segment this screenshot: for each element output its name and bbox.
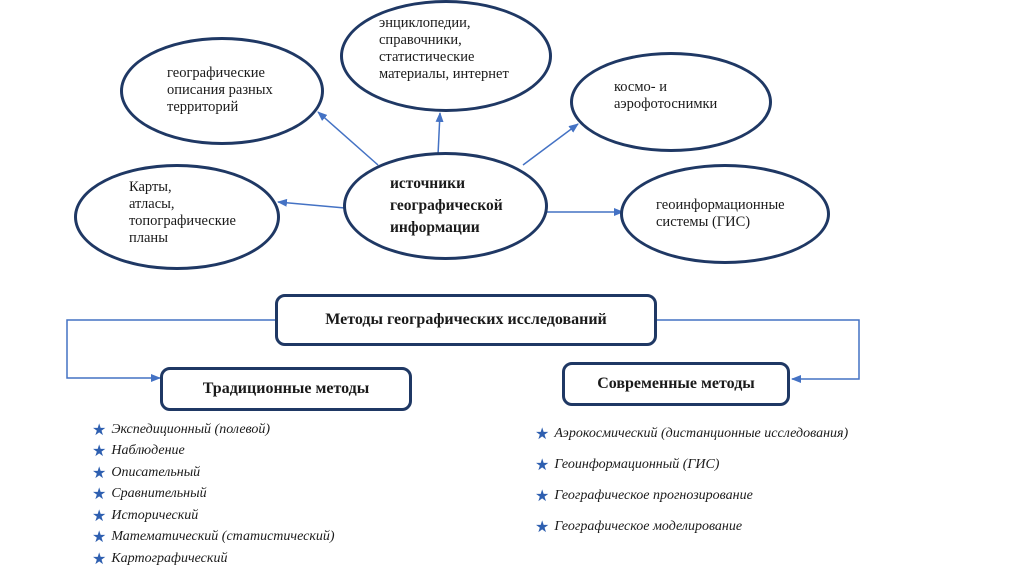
star-icon: ★ (92, 507, 107, 525)
source-descriptions: географические описания разных территори… (120, 37, 324, 145)
source-line: материалы, интернет (379, 66, 509, 82)
source-line: аэрофотоснимки (614, 96, 718, 112)
source-line: энциклопедии, (379, 15, 471, 31)
method-label: Аэрокосмический (дистанционные исследова… (554, 425, 849, 441)
methods-title-box: Методы географических исследований (275, 294, 657, 346)
source-line: Карты, (129, 179, 172, 195)
star-icon: ★ (92, 550, 107, 568)
center-line: географической (390, 197, 503, 214)
modern-methods-box: Современные методы (562, 362, 790, 406)
source-line: описания разных (167, 82, 273, 98)
arrow-to-descriptions (317, 111, 379, 166)
list-item: ★Географическое прогнозирование (535, 480, 848, 511)
center-line: информации (390, 219, 480, 236)
star-icon: ★ (92, 443, 107, 461)
list-item: ★Наблюдение (92, 441, 335, 463)
arrow-to-encyclopedias (435, 112, 444, 156)
traditional-methods-list: ★Экспедиционный (полевой) ★Наблюдение ★О… (92, 419, 335, 570)
star-icon: ★ (535, 456, 550, 474)
list-item: ★Экспедиционный (полевой) (92, 419, 335, 441)
source-line: географические (167, 65, 265, 81)
connector-to-traditional (66, 319, 275, 382)
list-item: ★Сравнительный (92, 484, 335, 506)
source-line: справочники, (379, 32, 462, 48)
star-icon: ★ (92, 421, 107, 439)
list-item: ★Геоинформационный (ГИС) (535, 449, 848, 480)
method-label: Сравнительный (111, 486, 207, 502)
source-line: статистические (379, 49, 475, 65)
source-gis: геоинформационные системы (ГИС) (620, 164, 830, 264)
list-item: ★Географическое моделирование (535, 511, 848, 542)
traditional-methods-box: Традиционные методы (160, 367, 412, 411)
modern-methods-list: ★Аэрокосмический (дистанционные исследов… (535, 418, 848, 542)
source-line: геоинформационные (656, 197, 785, 213)
arrow-to-maps (277, 198, 346, 209)
list-item: ★Исторический (92, 505, 335, 527)
method-label: Картографический (111, 550, 228, 566)
center-line: источники (390, 175, 466, 192)
method-label: Географическое моделирование (554, 518, 743, 534)
source-maps: Карты, атласы, топографические планы (74, 164, 280, 270)
list-item: ★Описательный (92, 462, 335, 484)
star-icon: ★ (92, 486, 107, 504)
source-encyclopedias: энциклопедии, справочники, статистически… (340, 0, 552, 112)
list-item: ★Аэрокосмический (дистанционные исследов… (535, 418, 848, 449)
connector-to-modern (657, 319, 860, 383)
method-label: Описательный (111, 464, 201, 480)
source-line: планы (129, 230, 168, 246)
source-line: космо- и (614, 79, 667, 95)
method-label: Наблюдение (111, 443, 185, 459)
source-space-photos: космо- и аэрофотоснимки (570, 52, 772, 152)
source-line: системы (ГИС) (656, 214, 751, 230)
star-icon: ★ (92, 529, 107, 547)
star-icon: ★ (92, 464, 107, 482)
list-item: ★Картографический (92, 548, 335, 570)
method-label: Исторический (111, 507, 199, 523)
source-line: топографические (129, 213, 236, 229)
method-label: Математический (статистический) (111, 529, 335, 545)
method-label: Географическое прогнозирование (554, 487, 753, 503)
star-icon: ★ (535, 487, 550, 505)
list-item: ★Математический (статистический) (92, 527, 335, 549)
method-label: Геоинформационный (ГИС) (554, 456, 720, 472)
star-icon: ★ (535, 518, 550, 536)
arrow-to-space-photos (522, 123, 579, 166)
source-line: атласы, (129, 196, 175, 212)
star-icon: ★ (535, 425, 550, 443)
central-node: источники географической информации (343, 152, 548, 260)
source-line: территорий (167, 99, 239, 115)
method-label: Экспедиционный (полевой) (111, 421, 271, 437)
